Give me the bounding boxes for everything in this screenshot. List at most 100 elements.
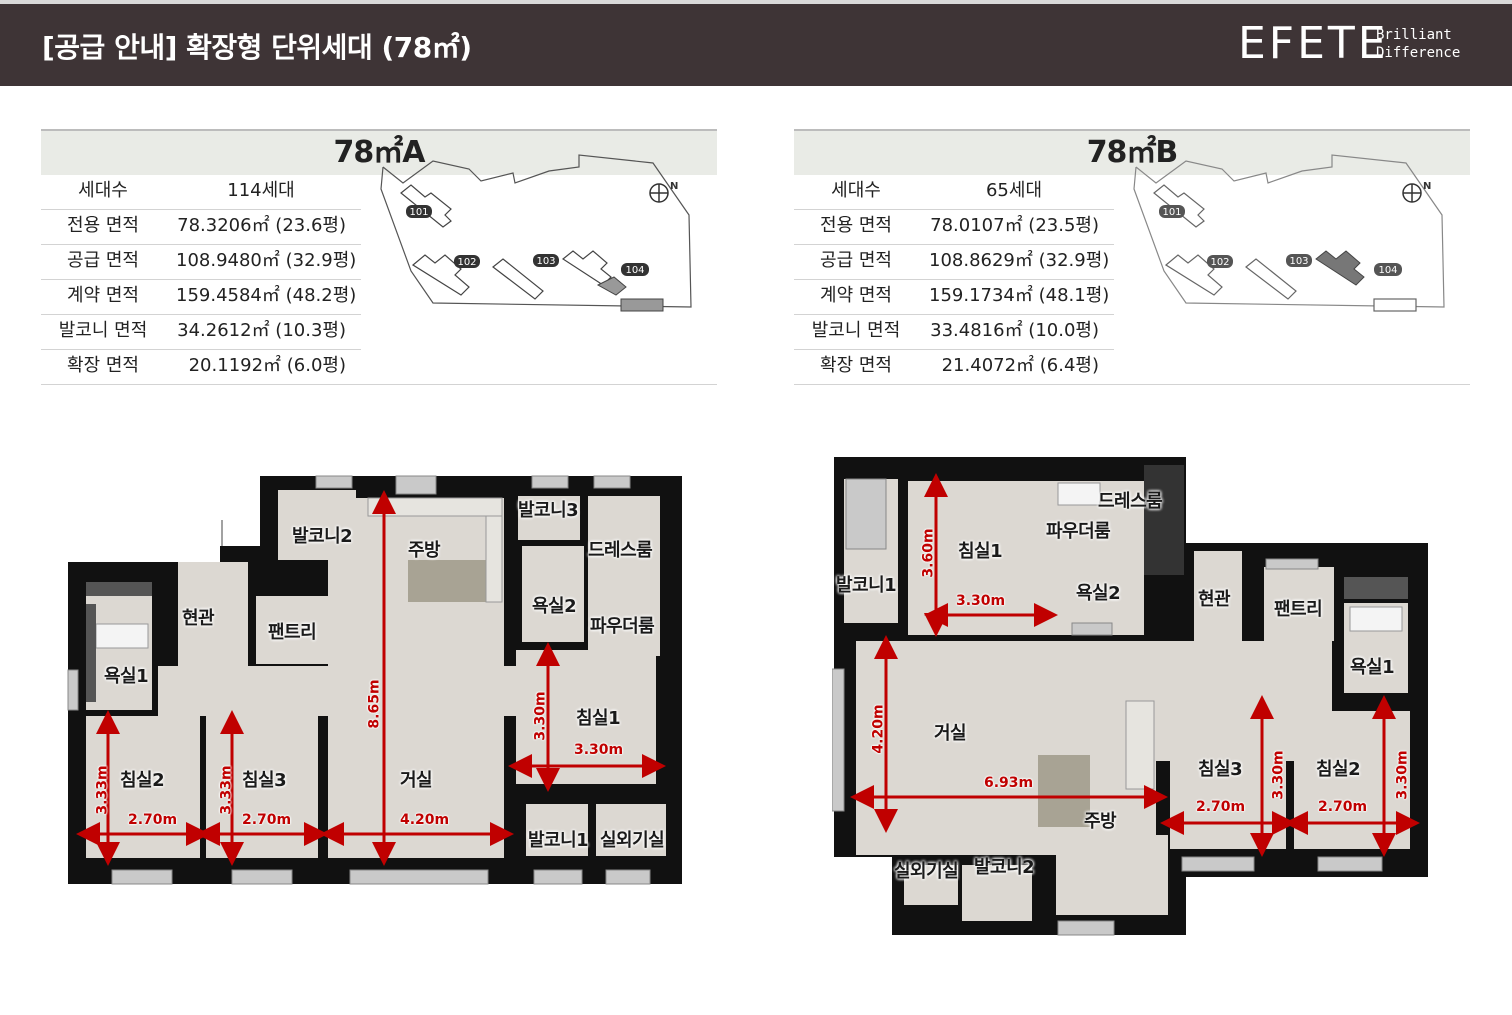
room-label: 욕실2 <box>532 596 577 617</box>
dimension-label: 2.70m <box>1196 799 1246 815</box>
window <box>1071 622 1113 636</box>
dimension-label: 4.20m <box>400 812 450 828</box>
spec-value: 33.4816㎡ (10.0평) <box>930 320 1099 341</box>
building-badge <box>1286 254 1312 267</box>
top-rule <box>0 0 1512 4</box>
spec-row: 세대수 65세대 <box>794 175 1114 210</box>
building-outline <box>561 250 612 286</box>
room-floor <box>588 496 660 656</box>
room-label: 거실 <box>934 723 967 744</box>
building-number: 101 <box>409 207 428 218</box>
room-label: 발코니2 <box>292 526 353 547</box>
spec-value: 34.2612㎡ (10.3평) <box>177 320 346 341</box>
building-badge <box>454 255 480 268</box>
window <box>349 869 489 885</box>
building-number: 103 <box>536 256 555 267</box>
brand-tagline-line2: Difference <box>1376 45 1461 61</box>
unit-a-highlight <box>620 298 664 312</box>
room-label: 침실3 <box>242 770 287 791</box>
room-label: 실외기실 <box>600 830 665 851</box>
unit-b-highlight <box>1315 250 1365 286</box>
spec-value: 108.8629㎡ (32.9평) <box>929 250 1110 271</box>
window <box>1317 856 1383 872</box>
brand-tagline-line1: Brilliant <box>1376 27 1452 43</box>
spec-value: 114세대 <box>227 180 295 201</box>
building-number: 101 <box>1162 207 1181 218</box>
spec-label: 전용 면적 <box>67 215 139 236</box>
dimension-label: 6.93m <box>984 775 1034 791</box>
spec-value: 78.0107㎡ (23.5평) <box>930 215 1099 236</box>
spec-row: 계약 면적 159.1734㎡ (48.1평) <box>794 280 1114 315</box>
room-label: 침실1 <box>958 541 1003 562</box>
window <box>1265 558 1319 570</box>
spec-row: 확장 면적 20.1192㎡ (6.0평) <box>41 350 717 385</box>
unit-a-panel: 78㎡A 세대수 114세대 전용 면적 78.3206㎡ (23.6평) 공급… <box>41 129 717 385</box>
spec-row: 확장 면적 21.4072㎡ (6.4평) <box>794 350 1470 385</box>
room-floor <box>1056 567 1136 631</box>
wall-segment <box>86 582 152 596</box>
dimension-label: 3.33m <box>218 765 235 815</box>
building-number: 102 <box>457 257 476 268</box>
room-floor <box>278 490 356 560</box>
unit-a-title: 78㎡A <box>41 129 717 175</box>
spec-row: 세대수 114세대 <box>41 175 361 210</box>
dimension-label: 3.30m <box>574 742 624 758</box>
spec-row: 발코니 면적 33.4816㎡ (10.0평) <box>794 315 1114 350</box>
compass-icon: N <box>1402 181 1431 203</box>
window <box>67 669 79 711</box>
room-floor <box>526 804 588 856</box>
spec-label: 세대수 <box>831 180 881 201</box>
spec-label: 세대수 <box>78 180 128 201</box>
building-number: 104 <box>625 265 644 276</box>
spec-row: 발코니 면적 34.2612㎡ (10.3평) <box>41 315 361 350</box>
spec-row: 계약 면적 159.4584㎡ (48.2평) <box>41 280 361 315</box>
spec-label: 발코니 면적 <box>811 320 901 341</box>
dimension-label: 3.30m <box>1394 750 1411 800</box>
dimension-label: 3.30m <box>956 593 1006 609</box>
room-floor <box>178 562 248 666</box>
window <box>111 869 173 885</box>
wall-segment <box>1344 577 1408 599</box>
building-badge <box>621 263 649 276</box>
compass-icon: N <box>649 181 678 203</box>
room-floor <box>1264 567 1334 641</box>
building-badge <box>1374 263 1402 276</box>
wall-segment <box>86 604 96 702</box>
dimension-label: 4.20m <box>870 704 887 754</box>
room-floor <box>962 865 1032 921</box>
building-outline <box>1245 258 1297 300</box>
dimension-label: 2.70m <box>128 812 178 828</box>
room-label: 침실2 <box>1316 759 1361 780</box>
dimension-label: 2.70m <box>1318 799 1368 815</box>
window <box>1181 856 1255 872</box>
room-label: 주방 <box>1084 811 1117 832</box>
room-label: 팬트리 <box>268 622 317 643</box>
building-badge <box>533 254 559 267</box>
room-label: 욕실2 <box>1076 583 1121 604</box>
window <box>395 475 437 495</box>
kitchen-island <box>1038 755 1090 827</box>
spec-row: 전용 면적 78.0107㎡ (23.5평) <box>794 210 1114 245</box>
unit-a-floor-plan: 발코니2 주방 발코니3 드레스룸 현관 팬트리 욕실2 파우더룸 욕실1 침실… <box>66 470 684 886</box>
room-label: 거실 <box>400 770 433 791</box>
room-floor <box>1194 551 1242 641</box>
spec-label: 계약 면적 <box>820 285 892 306</box>
room-label: 현관 <box>1198 589 1231 610</box>
kitchen-counter <box>485 515 503 603</box>
spec-value: 21.4072㎡ (6.4평) <box>941 355 1099 376</box>
spec-value: 159.4584㎡ (48.2평) <box>176 285 357 306</box>
room-label: 발코니1 <box>528 830 589 851</box>
room-label: 침실2 <box>120 770 165 791</box>
wardrobe <box>1057 482 1101 506</box>
spec-value: 108.9480㎡ (32.9평) <box>176 250 357 271</box>
brand-logo: EFETE <box>1238 18 1389 69</box>
window <box>1057 920 1115 936</box>
building-outline <box>492 258 544 300</box>
room-label: 침실1 <box>576 708 621 729</box>
site-boundary <box>380 154 692 308</box>
dimension-label: 3.30m <box>1270 750 1287 800</box>
unit-a-site-plan: 101 102 103 104 N <box>380 154 692 312</box>
bathtub <box>95 623 149 649</box>
unit-b-plan-drawing <box>832 457 1428 936</box>
window <box>832 668 845 812</box>
